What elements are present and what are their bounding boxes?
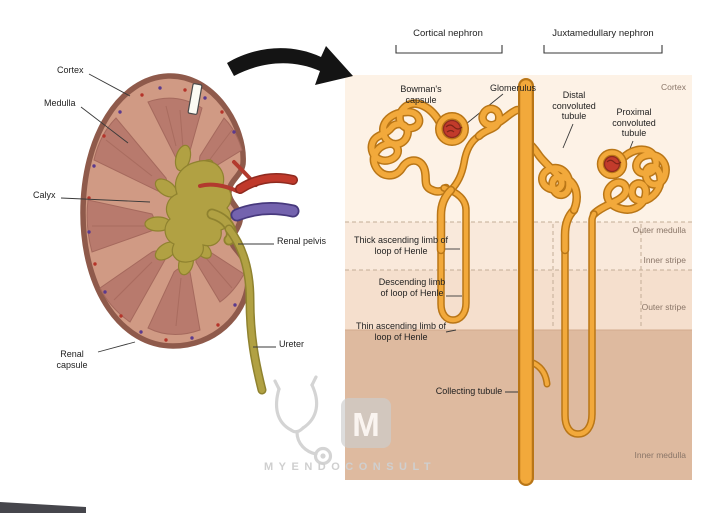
juxtamedullary-proximal-tubule xyxy=(589,145,670,219)
kidney-medulla-label: Medulla xyxy=(44,98,76,108)
renal-pyramid xyxy=(147,267,201,335)
zone-label-cortex: Cortex xyxy=(660,82,686,92)
kidney-leader-lines xyxy=(60,73,276,353)
leader-line xyxy=(97,341,136,353)
cortical-proximal-tubule xyxy=(367,99,451,196)
juxtamedullary-glomerulus xyxy=(596,148,628,180)
thin-ascending-label: Thin ascending limb of loop of Henle xyxy=(355,321,447,342)
kidney-renal-pelvis-label: Renal pelvis xyxy=(277,236,327,246)
watermark-text: MYENDOCONSULT xyxy=(264,461,437,473)
kidney-illustration xyxy=(80,73,300,395)
zone-label-outer-stripe: Outer stripe xyxy=(641,302,686,312)
logo-box xyxy=(341,398,391,448)
descending-limb-label: Descending limb of loop of Henle xyxy=(378,277,446,298)
zone-label-outer-medulla: Outer medulla xyxy=(632,225,686,235)
proximal-tubule-label: Proximal convoluted tubule xyxy=(612,107,656,139)
bracket-juxtamedullary xyxy=(543,45,663,54)
collecting-tubule-label: Collecting tubule xyxy=(435,386,503,396)
stethoscope-icon xyxy=(273,375,333,466)
page-corner-artifact xyxy=(0,502,86,513)
renal-pyramids xyxy=(86,97,245,335)
pyramid-striations xyxy=(92,105,233,327)
renal-artery xyxy=(198,160,298,194)
glomerulus-label: Glomerulus xyxy=(489,83,536,93)
cortical-distal-tubule xyxy=(474,104,526,141)
kidney-ureter-label: Ureter xyxy=(279,339,305,349)
glomerulus-shape xyxy=(442,119,462,139)
capsule-slit xyxy=(187,83,203,115)
zone-label-inner-stripe: Inner stripe xyxy=(643,255,686,265)
vessel-dots xyxy=(87,86,237,342)
kidney-renal-capsule-label: Renal capsule xyxy=(56,349,88,370)
ureter-shape xyxy=(224,224,267,395)
juxtamedullary-nephron-header: Juxtamedullary nephron xyxy=(552,28,654,39)
kidney-cortex-label: Cortex xyxy=(57,65,84,75)
kidney-calyx-label: Calyx xyxy=(33,190,56,200)
watermark: M xyxy=(273,375,391,466)
bracket-cortical xyxy=(395,45,503,54)
juxtamedullary-distal-tubule xyxy=(522,137,581,215)
leader-line xyxy=(562,123,574,149)
zoom-arrow xyxy=(227,46,353,85)
leader-line xyxy=(88,73,131,97)
thick-ascending-label: Thick ascending limb of loop of Henle xyxy=(353,235,449,256)
bowmans-capsule-label: Bowman's capsule xyxy=(400,84,442,105)
cortical-loop-of-henle xyxy=(436,132,483,324)
zone-label-inner-medulla: Inner medulla xyxy=(634,450,686,460)
distal-tubule-label: Distal convoluted tubule xyxy=(552,90,596,122)
leader-line xyxy=(80,106,129,144)
leader-line xyxy=(60,197,151,203)
calyx-arm xyxy=(174,144,192,172)
glomerulus-shape xyxy=(603,155,621,173)
cortical-glomerulus xyxy=(435,112,469,146)
renal-vein xyxy=(230,201,300,222)
logo-letter: M xyxy=(352,406,380,443)
cortical-nephron-header: Cortical nephron xyxy=(413,28,483,39)
leader-line xyxy=(445,329,457,333)
